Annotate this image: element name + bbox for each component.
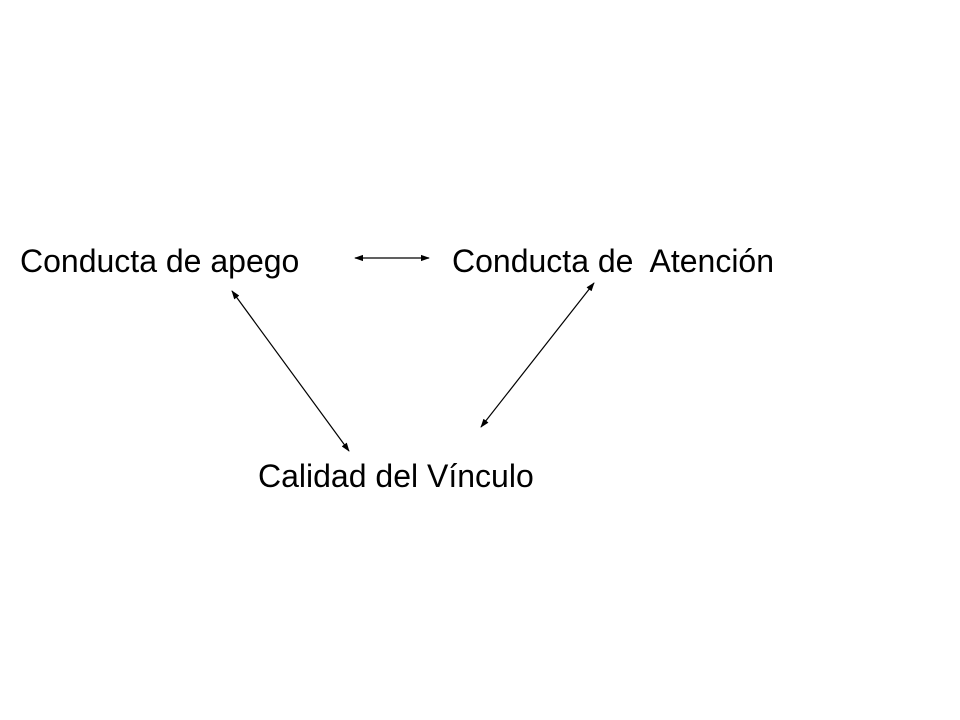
node-conducta-de-atencion: Conducta de Atención [452,243,775,279]
arrow-atencion-vinculo [480,282,595,428]
node-calidad-del-vinculo: Calidad del Vínculo [258,458,534,494]
arrow-apego-vinculo [231,290,350,452]
node-conducta-de-apego: Conducta de apego [20,243,300,279]
